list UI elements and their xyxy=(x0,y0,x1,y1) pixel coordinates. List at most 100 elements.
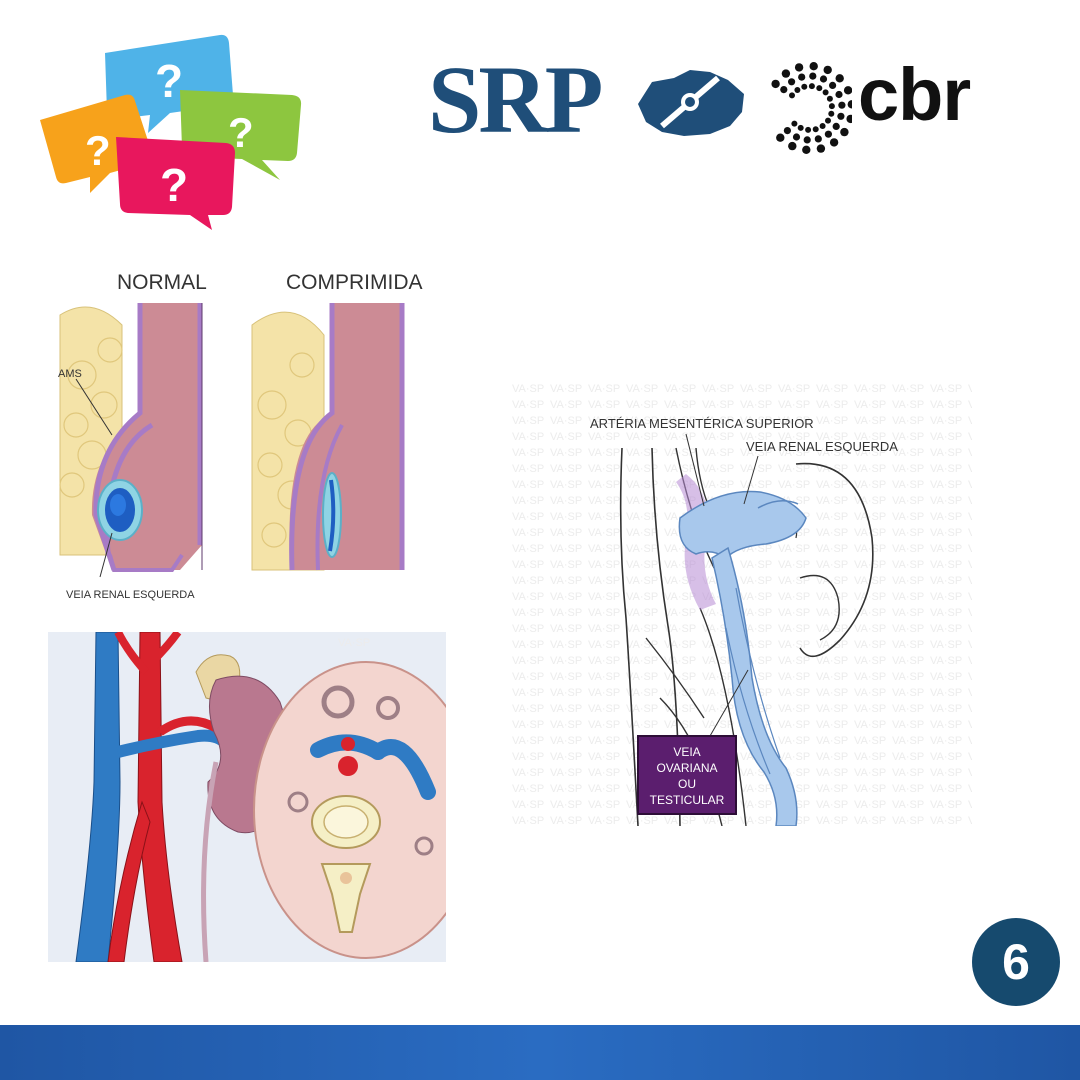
watermark-text: VA·SP xyxy=(854,383,886,395)
watermark-text: VA·SP xyxy=(816,527,848,539)
watermark-text: VA·SP xyxy=(740,463,772,475)
watermark-text: VA·SP xyxy=(588,783,620,795)
watermark-text: VA·SP xyxy=(588,431,620,443)
watermark-text: VA·SP xyxy=(892,735,924,747)
watermark-text: VA·SP xyxy=(702,687,734,699)
cbr-dot xyxy=(781,69,791,78)
watermark-text: VA·SP xyxy=(512,783,544,795)
watermark-text: VA·SP xyxy=(854,591,886,603)
watermark-text: VA·SP xyxy=(930,575,962,587)
watermark-text: VA·SP xyxy=(854,671,886,683)
watermark-text: VA·SP xyxy=(778,623,810,635)
watermark-text: VA·SP xyxy=(512,383,544,395)
cbr-dot xyxy=(819,123,826,129)
watermark-text: VA·SP xyxy=(930,399,962,411)
watermark-text: VA·SP xyxy=(778,383,810,395)
watermark-text: VA·SP xyxy=(968,623,972,635)
watermark-text: VA·SP xyxy=(550,607,582,619)
watermark-text: VA·SP xyxy=(550,415,582,427)
watermark-text: VA·SP xyxy=(778,655,810,667)
watermark-text: VA·SP xyxy=(512,751,544,763)
watermark-text: VA·SP xyxy=(588,575,620,587)
srp-logo-text: SRP xyxy=(428,46,603,153)
cbr-dot xyxy=(809,72,817,80)
watermark-text: VA·SP xyxy=(930,431,962,443)
normal-title: NORMAL xyxy=(117,271,207,294)
watermark-text: VA·SP xyxy=(778,639,810,651)
watermark-text: VA·SP xyxy=(968,543,972,555)
watermark-text: VA·SP xyxy=(626,415,658,427)
cbr-dot xyxy=(812,126,819,133)
watermark-text: VA·SP xyxy=(930,383,962,395)
watermark-text: VA·SP xyxy=(968,719,972,731)
watermark-text: VA·SP xyxy=(816,799,848,811)
watermark-text: VA·SP xyxy=(512,735,544,747)
watermark-text: VA·SP xyxy=(854,527,886,539)
watermark-text: VA·SP xyxy=(930,447,962,459)
watermark-text: VA·SP xyxy=(664,719,696,731)
watermark-text: VA·SP xyxy=(550,767,582,779)
watermark-text: VA·SP xyxy=(930,655,962,667)
watermark-text: VA·SP xyxy=(968,799,972,811)
watermark-text: VA·SP xyxy=(626,447,658,459)
watermark-text: VA·SP xyxy=(550,751,582,763)
watermark-text: VA·SP xyxy=(588,463,620,475)
watermark-text: VA·SP xyxy=(854,399,886,411)
watermark-text: VA·SP xyxy=(778,543,810,555)
watermark-text: VA·SP xyxy=(778,415,810,427)
watermark-text: VA·SP xyxy=(664,687,696,699)
watermark-text: VA·SP xyxy=(892,799,924,811)
watermark-text: VA·SP xyxy=(854,543,886,555)
watermark-text: VA·SP xyxy=(740,591,772,603)
watermark-text: VA·SP xyxy=(512,687,544,699)
cbr-dot xyxy=(829,138,839,147)
cbr-dot xyxy=(792,133,801,141)
watermark-text: VA·SP xyxy=(664,399,696,411)
box-line-ovariana: OVARIANA xyxy=(656,761,717,775)
watermark-text: VA·SP xyxy=(816,399,848,411)
watermark-text: VA·SP xyxy=(512,607,544,619)
watermark-text: VA·SP xyxy=(550,447,582,459)
watermark-text: VA·SP xyxy=(338,637,370,649)
watermark-text: VA·SP xyxy=(816,639,848,651)
watermark-text: VA·SP xyxy=(854,511,886,523)
watermark-text: VA·SP xyxy=(512,815,544,826)
watermark-text: VA·SP xyxy=(968,639,972,651)
watermark-text: VA·SP xyxy=(892,431,924,443)
watermark-text: VA·SP xyxy=(968,527,972,539)
watermark-text: VA·SP xyxy=(930,511,962,523)
watermark-text: VA·SP xyxy=(816,431,848,443)
watermark-text: VA·SP xyxy=(892,383,924,395)
watermark-text: VA·SP xyxy=(930,607,962,619)
box-line-testicular: TESTICULAR xyxy=(650,793,725,807)
watermark-text: VA·SP xyxy=(588,815,620,826)
cbr-logo-text: cbr xyxy=(858,53,971,136)
watermark-text: VA·SP xyxy=(512,575,544,587)
watermark-text: VA·SP xyxy=(664,415,696,427)
watermark-text: VA·SP xyxy=(626,671,658,683)
watermark-text: VA·SP xyxy=(550,623,582,635)
watermark-text: VA·SP xyxy=(626,527,658,539)
watermark-text: VA·SP xyxy=(892,655,924,667)
watermark-text: VA·SP xyxy=(550,495,582,507)
watermark-text: VA·SP xyxy=(702,815,734,826)
cbr-dot xyxy=(771,79,780,89)
left-renal-vein-label: VEIA RENAL ESQUERDA xyxy=(746,439,898,454)
watermark-text: VA·SP xyxy=(778,591,810,603)
watermark-text: VA·SP xyxy=(664,607,696,619)
watermark-text: VA·SP xyxy=(930,703,962,715)
watermark-text: VA·SP xyxy=(626,687,658,699)
cbr-dot xyxy=(783,127,791,135)
watermark-text: VA·SP xyxy=(512,431,544,443)
watermark-text: VA·SP xyxy=(968,495,972,507)
watermark-text: VA·SP xyxy=(588,495,620,507)
watermark-text: VA·SP xyxy=(550,559,582,571)
watermark-text: VA·SP xyxy=(892,511,924,523)
watermark-text: VA·SP xyxy=(930,623,962,635)
watermark-text: VA·SP xyxy=(930,671,962,683)
cbr-dot xyxy=(826,95,833,102)
watermark-text: VA·SP xyxy=(854,639,886,651)
watermark-text: VA·SP xyxy=(778,607,810,619)
watermark-layer: VA·SP VA·SP VA·SP VA·SP VA·SP VA·SP VA·SP VA·SP… xyxy=(512,383,972,826)
watermark-text: VA·SP xyxy=(930,735,962,747)
